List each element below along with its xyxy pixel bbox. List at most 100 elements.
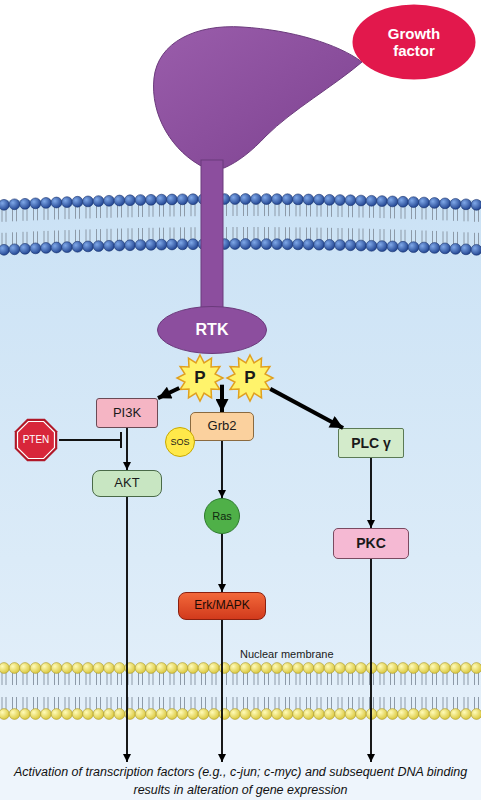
phosphate-star: P: [227, 355, 273, 401]
lipid-head: [0, 244, 9, 255]
octagon-rim: [15, 419, 57, 461]
lipid-head: [293, 239, 304, 250]
ligand-ellipse: Growth factor: [352, 4, 476, 80]
lipid-head: [104, 240, 115, 251]
lipid-head: [293, 194, 304, 205]
lipid-head: [408, 663, 419, 674]
signal-arrow: [270, 389, 343, 428]
lipid-head: [408, 709, 419, 720]
lipid-head: [156, 239, 167, 250]
lipid-head: [335, 663, 346, 674]
lipid-head: [51, 242, 62, 253]
lipid-head: [156, 663, 167, 674]
lipid-head: [429, 243, 440, 254]
lipid-head: [135, 195, 146, 206]
node-text: SOS: [170, 437, 189, 447]
signal-arrow: [158, 388, 179, 398]
lipid-head: [303, 194, 314, 205]
lipid-head: [0, 709, 9, 720]
lipid-head: [188, 194, 199, 205]
inhibition-line: [59, 432, 121, 448]
lipid-head: [419, 663, 430, 674]
lipid-head: [135, 240, 146, 251]
lipid-head: [471, 199, 481, 210]
lipid-head: [345, 663, 356, 674]
lipid-head: [261, 709, 272, 720]
lipid-head: [83, 241, 94, 252]
lipid-head: [209, 709, 220, 720]
lipid-head: [177, 194, 188, 205]
lipid-head: [282, 663, 293, 674]
lipid-head: [419, 197, 430, 208]
inhibitor-octagon: PTEN: [13, 417, 59, 463]
lipid-head: [83, 709, 94, 720]
outcome-text: Activation of transcription factors (e.g…: [10, 762, 471, 800]
node-text: Erk/MAPK: [194, 599, 249, 613]
lipid-head: [450, 198, 461, 209]
lipid-head: [135, 663, 146, 674]
lipid-head: [356, 663, 367, 674]
lipid-head: [72, 241, 83, 252]
lipid-head: [324, 663, 335, 674]
node-text: RTK: [196, 321, 229, 339]
lipid-head: [461, 709, 472, 720]
lipid-head: [114, 709, 125, 720]
phosphate-star: P: [177, 355, 223, 401]
lipid-head: [356, 240, 367, 251]
lipid-head: [450, 663, 461, 674]
lipid-head: [41, 663, 52, 674]
lipid-head: [387, 663, 398, 674]
signal-arrow: [221, 620, 223, 762]
lipid-head: [440, 709, 451, 720]
lipid-head: [282, 709, 293, 720]
protein-circle: Ras: [204, 498, 240, 534]
plasma-membrane: [0, 194, 481, 256]
lipid-head: [440, 663, 451, 674]
lipid-head: [356, 195, 367, 206]
lipid-head: [272, 239, 283, 250]
receptor-extracellular-domain: [154, 27, 362, 168]
star-shape: [177, 355, 223, 401]
lipid-head: [188, 709, 199, 720]
lipid-head: [230, 239, 241, 250]
lipid-head: [230, 663, 241, 674]
protein-circle: SOS: [165, 427, 195, 457]
lipid-head: [429, 198, 440, 209]
lipid-head: [93, 709, 104, 720]
protein-box: PI3K: [96, 398, 158, 428]
lipid-head: [377, 663, 388, 674]
lipid-head: [314, 194, 325, 205]
lipid-head: [429, 663, 440, 674]
lipid-head: [9, 663, 20, 674]
lipid-head: [114, 240, 125, 251]
lipid-head: [450, 709, 461, 720]
nucleus: [0, 716, 481, 800]
lipid-head: [219, 709, 230, 720]
lipid-head: [282, 239, 293, 250]
protein-box: Erk/MAPK: [178, 592, 266, 620]
lipid-head: [41, 243, 52, 254]
lipid-head: [398, 241, 409, 252]
lipid-head: [62, 709, 73, 720]
lipid-head: [83, 196, 94, 207]
ellipse-shape: [158, 307, 267, 354]
lipid-head: [72, 196, 83, 207]
lipid-head: [0, 663, 9, 674]
lipid-head: [114, 663, 125, 674]
lipid-head: [177, 709, 188, 720]
lipid-head: [72, 709, 83, 720]
lipid-head: [167, 194, 178, 205]
lipid-head: [209, 663, 220, 674]
lipid-head: [30, 709, 41, 720]
lipid-head: [62, 663, 73, 674]
cytoplasm: [0, 200, 481, 800]
lipid-head: [261, 239, 272, 250]
lipid-head: [303, 663, 314, 674]
lipid-head: [366, 240, 377, 251]
lipid-head: [303, 709, 314, 720]
lipid-head: [104, 195, 115, 206]
lipid-head: [440, 243, 451, 254]
lipid-head: [471, 244, 481, 255]
